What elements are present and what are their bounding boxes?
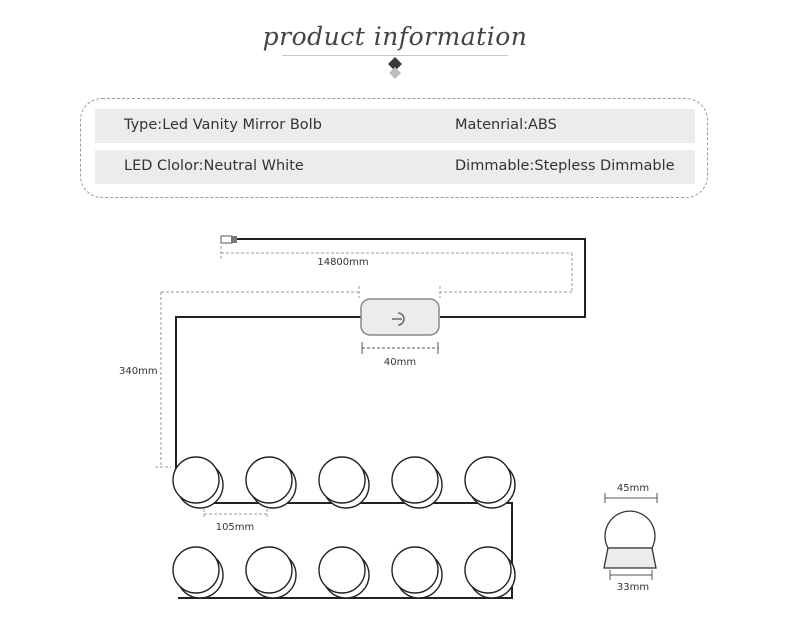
bulb bbox=[245, 546, 297, 599]
bulb bbox=[391, 456, 443, 509]
info-row: LED Clolor:Neutral White Dimmable:Steple… bbox=[95, 150, 695, 184]
cable-length-label: 14800mm bbox=[317, 257, 368, 268]
bulb bbox=[464, 546, 516, 599]
page-title: product information bbox=[262, 22, 528, 51]
bulb bbox=[318, 546, 370, 599]
bulb-spacing-dimension bbox=[203, 509, 268, 519]
type-value: Type:Led Vanity Mirror Bolb bbox=[124, 117, 322, 133]
bulb-detail-base bbox=[603, 547, 657, 569]
bulb-diameter-label: 45mm bbox=[617, 483, 649, 494]
bulb bbox=[172, 546, 224, 599]
drop-height-label: 340mm bbox=[119, 366, 158, 377]
cable-length-dimension bbox=[155, 246, 573, 468]
title-divider bbox=[282, 55, 508, 56]
bulb bbox=[318, 456, 370, 509]
usb-plug-icon bbox=[220, 235, 237, 244]
dimmer-switch bbox=[360, 298, 440, 336]
product-info-panel bbox=[80, 98, 708, 198]
bulb-array bbox=[172, 456, 516, 599]
switch-width-dimension bbox=[361, 342, 439, 354]
diamond-ornament-icon bbox=[388, 57, 402, 79]
color-value: LED Clolor:Neutral White bbox=[124, 158, 304, 174]
bulb bbox=[391, 546, 443, 599]
bulb-detail-globe bbox=[604, 510, 656, 549]
switch-width-label: 40mm bbox=[384, 357, 416, 368]
bulb-detail bbox=[603, 493, 658, 580]
material-value: Matenrial:ABS bbox=[455, 117, 557, 133]
power-cable bbox=[175, 238, 586, 482]
bulb bbox=[172, 456, 224, 509]
bulb bbox=[464, 456, 516, 509]
power-icon bbox=[392, 312, 405, 326]
info-row: Type:Led Vanity Mirror Bolb Matenrial:AB… bbox=[95, 109, 695, 143]
bulb bbox=[245, 456, 297, 509]
base-width-label: 33mm bbox=[617, 582, 649, 593]
dimmable-value: Dimmable:Stepless Dimmable bbox=[455, 158, 675, 174]
bulb-spacing-label: 105mm bbox=[216, 522, 255, 533]
